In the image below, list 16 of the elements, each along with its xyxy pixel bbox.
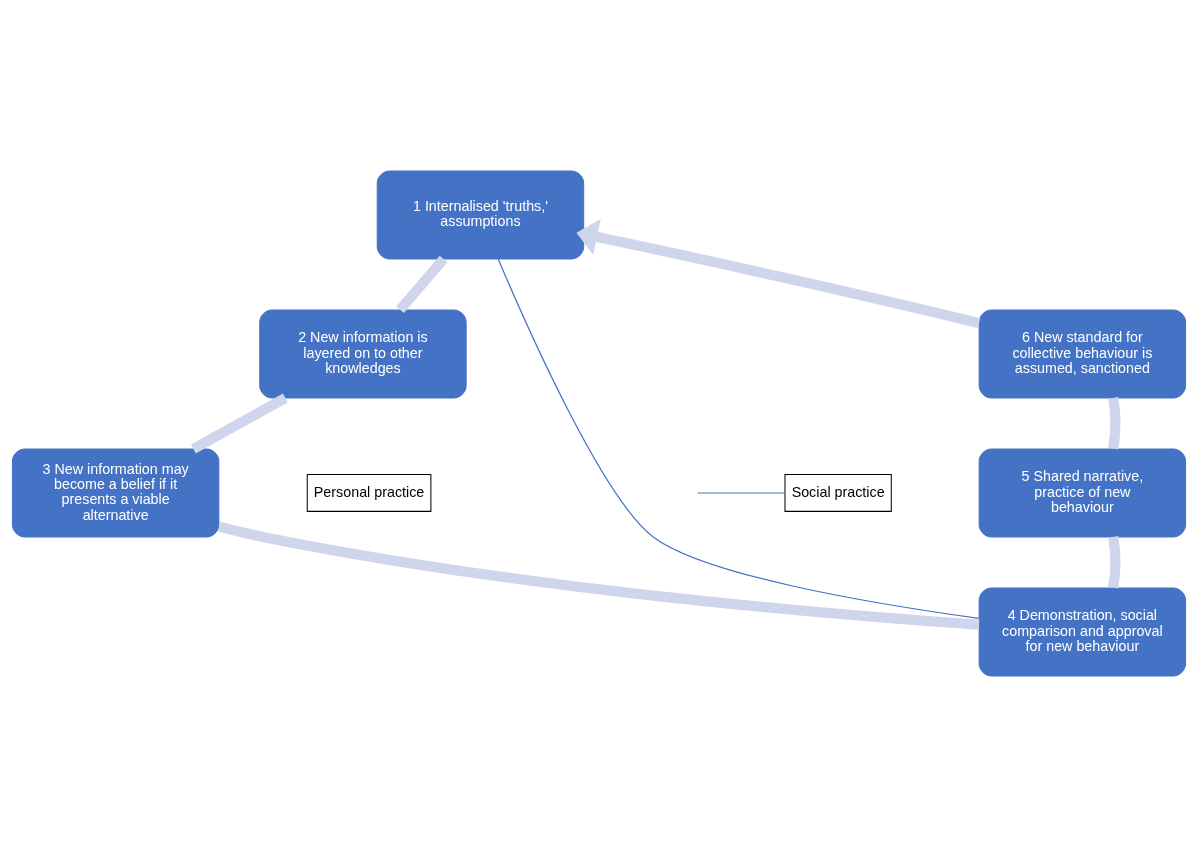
connector: [217, 521, 980, 630]
node-box: 6 New standard for collective behaviour is assumed, sanctioned: [978, 309, 1187, 398]
node-box: 4 Demonstration, social comparison and approval for new behaviour: [978, 587, 1187, 676]
connector: [190, 393, 288, 453]
node-box: Social practice: [784, 473, 892, 512]
connector: [497, 257, 980, 619]
connector: [396, 255, 448, 313]
node-box: 5 Shared narrative, practice of new behaviour: [978, 448, 1187, 537]
node-box: 1 Internalised 'truths,' assumptions: [376, 170, 585, 259]
node-box: 3 New information may become a belief if it presents a viable alternative: [11, 448, 220, 537]
connector: [1108, 396, 1121, 449]
node-box: Personal practice: [306, 473, 432, 512]
arrow: [576, 218, 981, 328]
connector: [697, 491, 786, 494]
connector: [1108, 535, 1121, 588]
node-box: 2 New information is layered on to other knowledges: [259, 309, 467, 398]
